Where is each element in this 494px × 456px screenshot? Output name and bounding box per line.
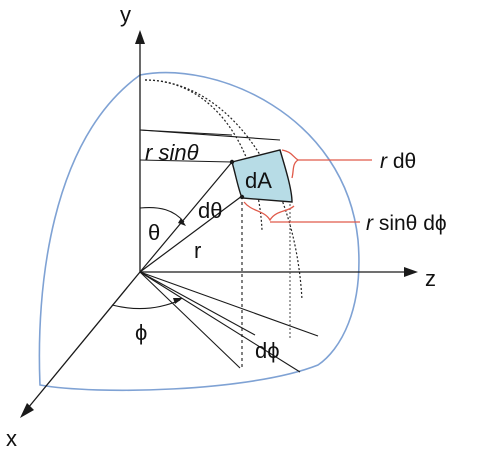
x-axis [27,271,141,409]
projection-line-3 [139,271,241,369]
projection-line-4 [139,271,301,373]
radius-label: r [194,238,201,263]
d-phi-label: dϕ [255,338,280,363]
radius-line-2 [139,195,243,273]
callout-r-dtheta: r dθ [380,150,416,173]
y-axis-label: y [120,2,131,27]
x-axis-label: x [6,426,17,451]
callout-r-sin-dphi-rest: sinθ dϕ [373,212,447,235]
meridian-arc-inner [144,79,263,231]
area-element-label: dA [245,168,272,193]
chord-upper-3 [139,129,281,141]
projection-line-2 [139,271,319,337]
callout-r-sin-dphi: r sinθ dϕ [366,212,447,235]
radius-line-1 [139,161,233,273]
callout-r-sin-dphi-r: r [366,212,374,235]
x-axis-arrow [20,403,34,418]
z-axis-label: z [425,266,436,291]
chord-upper-2 [139,159,233,163]
patch-corner-dot-2 [239,194,245,200]
theta-arc [139,206,185,223]
r-sin-theta-r: r [145,140,154,165]
phi-label: ϕ [135,320,147,345]
projection-line-1 [139,271,256,336]
phi-arc-arrow [173,298,183,304]
bracket-r-sin-dphi [243,201,295,222]
r-sin-theta-label: r sinθ [145,140,199,165]
d-theta-label: dθ [198,198,222,223]
r-sin-theta-rest: sinθ [152,140,198,165]
area-element-patch [231,149,293,203]
theta-label: θ [148,220,160,245]
sphere-outline [38,71,360,392]
callout-r-dtheta-rest: dθ [387,150,416,173]
theta-arc-arrow [178,218,186,226]
z-axis-arrow [404,267,418,277]
callout-r-dtheta-r: r [380,150,388,173]
y-axis-arrow [135,30,145,44]
patch-corner-dot-1 [229,159,235,165]
